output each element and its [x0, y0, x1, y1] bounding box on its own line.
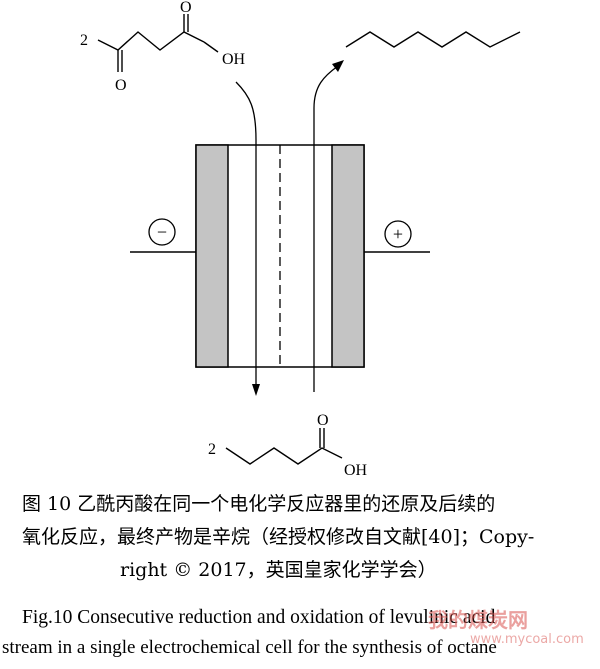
caption-cn-line-1: 图 10 乙酰丙酸在同一个电化学反应器里的还原及后续的	[22, 493, 496, 515]
anode-sign-circle	[384, 220, 412, 248]
octane-structure	[345, 31, 521, 48]
reactant-hydroxyl: OH	[222, 51, 246, 68]
watermark-url: www.mycoal.com	[470, 632, 584, 647]
caption-cn-line-2: 氧化反应，最终产物是辛烷（经授权修改自文献[40]；Copy-	[22, 526, 535, 548]
caption-en-line-1: Fig.10 Consecutive reduction and oxidati…	[22, 607, 496, 628]
caption-cn-line-3: right © 2017，英国皇家化学学会）	[120, 559, 437, 581]
reduction-arrowhead	[252, 384, 260, 396]
cathode-sign-circle	[148, 218, 176, 246]
reactant-ketone-oxygen: O	[115, 77, 127, 94]
reduction-flow-arrow	[235, 81, 257, 388]
cathode-sign: −	[157, 222, 167, 242]
reactant-chain-number: 2	[80, 32, 88, 49]
oxidation-flow-arrow	[313, 65, 339, 392]
product-acid-oxygen: O	[317, 412, 329, 429]
caption-en-line-2: stream in a single electrochemical cell …	[2, 637, 497, 658]
watermark-logo: 我的煤炭网	[428, 608, 528, 632]
oxidation-arrowhead	[332, 60, 344, 72]
electrochemical-cell-figure: 2 O O OH − + 2 O OH	[80, 0, 521, 479]
anode-electrode	[331, 144, 365, 368]
pentanoic-acid-structure	[225, 428, 343, 465]
product-chain-number: 2	[208, 441, 216, 458]
product-hydroxyl: OH	[344, 462, 368, 479]
electrochemical-cell	[195, 144, 365, 368]
cathode-electrode	[195, 144, 229, 368]
anode-sign: +	[393, 224, 403, 244]
levulinic-acid-structure	[97, 14, 219, 72]
reactant-acid-oxygen: O	[180, 0, 192, 16]
